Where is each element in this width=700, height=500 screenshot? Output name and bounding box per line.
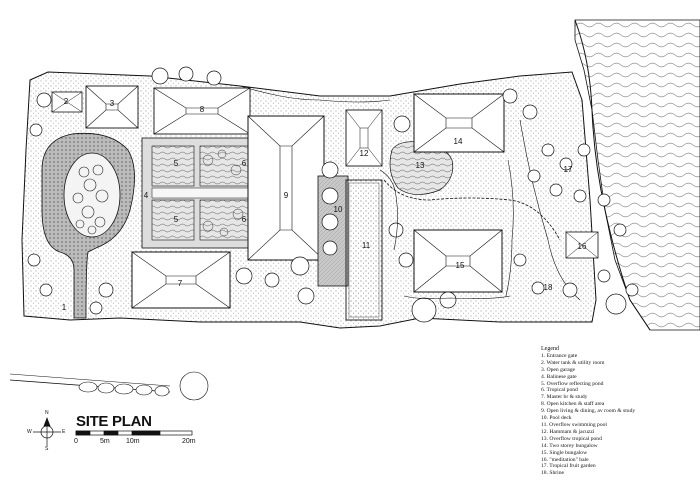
compass-s: S — [45, 446, 49, 452]
legend-item: 16. "meditation" bale — [541, 456, 589, 463]
plan-number-label: 15 — [456, 261, 465, 270]
north-arrow — [33, 417, 61, 446]
legend-item: 18. Shrine — [541, 470, 564, 477]
legend-item: 3. Open garage — [541, 366, 576, 373]
scale-label-20m: 20m — [182, 438, 196, 445]
plan-number-label: 16 — [578, 242, 587, 251]
legend-item: 17. Tropical fruit garden — [541, 463, 596, 470]
pond-5-upper — [151, 145, 195, 187]
trees — [27, 66, 639, 323]
building-12 — [345, 109, 383, 167]
plan-number-label: 8 — [200, 105, 205, 114]
pond-plants — [202, 149, 244, 237]
scale-label-10m: 10m — [126, 438, 140, 445]
plan-number-label: 6 — [242, 159, 247, 168]
legend-item: 4. Balinese gate — [541, 373, 577, 380]
building-8 — [153, 87, 251, 135]
river-area — [574, 19, 700, 331]
building-9 — [247, 115, 325, 261]
legend-item: 10. Pool deck — [541, 415, 572, 422]
plan-number-label: 1 — [62, 303, 67, 312]
legend-title: Legend — [541, 346, 559, 352]
fruit-garden-path — [519, 119, 581, 301]
island-shrubs — [72, 164, 109, 235]
plan-number-label: 4 — [144, 191, 149, 200]
plan-number-label: 5 — [174, 215, 179, 224]
scale-label-0: 0 — [74, 438, 78, 445]
driveway-island — [63, 152, 121, 238]
legend-item: 1. Entrance gate — [541, 352, 578, 359]
legend-item: 5. Overflow reflecting pond — [541, 380, 604, 387]
plan-number-label: 10 — [334, 205, 343, 214]
pool-11 — [345, 179, 383, 321]
legend-item: 2. Water tank & utility room — [541, 359, 605, 366]
compass-w: W — [27, 429, 32, 435]
legend-item: 9. Open living & dining, av room & study — [541, 408, 636, 415]
compass-n: N — [45, 410, 49, 416]
legend-item: 8. Open kitchen & staff area — [541, 401, 605, 408]
building-14 — [413, 93, 505, 153]
legend-item: 7. Master br & study — [541, 394, 588, 401]
plan-number-label: 5 — [174, 159, 179, 168]
plan-number-label: 18 — [544, 283, 553, 292]
pond-6-lower — [199, 199, 249, 241]
plan-number-label: 9 — [284, 191, 289, 200]
legend-item: 11. Overflow swimming pool — [541, 421, 607, 428]
legend-item: 12. Hammam & jacuzzi — [541, 428, 595, 435]
building-3 — [85, 85, 139, 129]
plan-title: SITE PLAN — [76, 413, 152, 430]
building-7 — [131, 251, 231, 309]
pond-5-lower — [151, 199, 195, 241]
hedges — [239, 85, 514, 299]
building-15 — [413, 229, 503, 293]
plan-number-label: 12 — [360, 149, 369, 158]
plan-number-label: 6 — [242, 215, 247, 224]
plan-number-label: 3 — [110, 99, 115, 108]
legend-item: 6. Tropical pond — [541, 387, 578, 394]
river-bank-line — [574, 19, 651, 331]
plan-number-label: 7 — [178, 279, 183, 288]
garden-path — [383, 179, 561, 241]
pond-6-upper — [199, 145, 249, 187]
plan-number-label: 11 — [362, 241, 371, 250]
legend-item: 15. Single bungalow — [541, 449, 588, 456]
scale-bar — [75, 430, 193, 436]
plan-number-label: 13 — [416, 161, 425, 170]
courtyard-walkway — [151, 187, 249, 199]
legend-item: 14. Two storey bungalow — [541, 442, 598, 449]
plan-number-label: 17 — [564, 165, 573, 174]
plan-number-label: 14 — [454, 137, 463, 146]
legend-item: 13. Overflow tropical pond — [541, 435, 602, 442]
compass-e: E — [62, 429, 66, 435]
approach-shrubs — [78, 371, 209, 401]
plan-number-label: 2 — [64, 97, 69, 106]
scale-label-5m: 5m — [100, 438, 110, 445]
